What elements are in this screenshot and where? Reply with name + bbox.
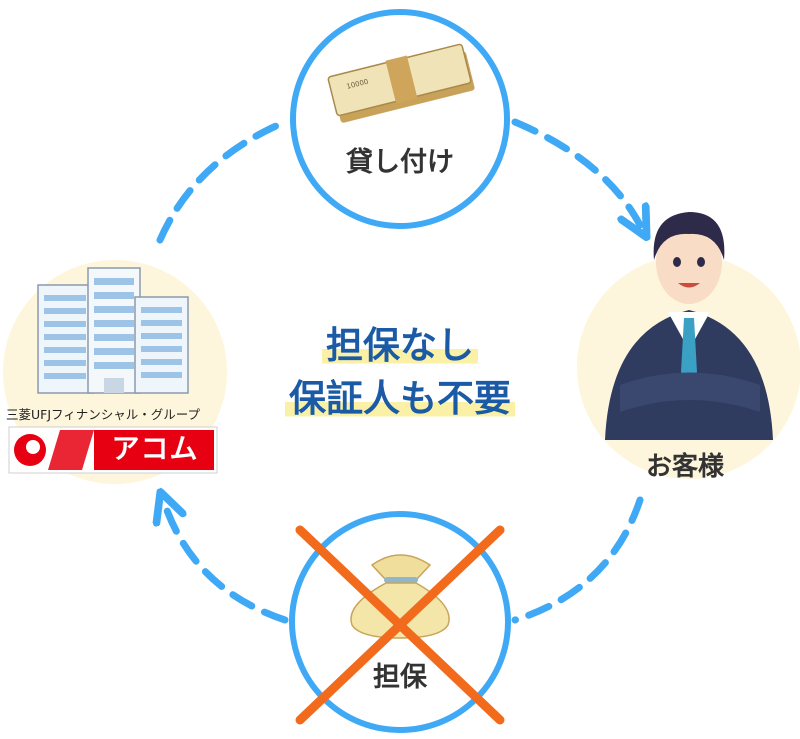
headline-line-2-text: 保証人も不要 <box>285 377 515 420</box>
headline-line-1-text: 担保なし <box>322 324 478 367</box>
collateral-node <box>289 511 511 733</box>
collateral-label: 担保 <box>373 662 427 693</box>
headline-line-1: 担保なし <box>230 315 570 369</box>
customer-node <box>577 212 800 479</box>
arc-customer-to-collateral <box>511 496 644 624</box>
headline-line-2: 保証人も不要 <box>230 368 570 422</box>
acom-brand-badge <box>8 426 218 474</box>
brand-name: アコム <box>111 432 199 465</box>
lender-node <box>3 260 227 484</box>
businessman-illustration <box>605 212 773 440</box>
arc-loan-to-customer <box>511 118 640 225</box>
office-building-icon <box>37 267 189 394</box>
loan-node: 10000 <box>290 9 510 229</box>
cross-out-mark <box>295 525 505 725</box>
arc-collateral-to-lender <box>165 505 289 624</box>
customer-label: お客様 <box>645 452 724 482</box>
arc-lender-to-loan <box>156 118 289 244</box>
banknote-bundle-icon: 10000 <box>327 43 475 123</box>
group-name-label: 三菱UFJフィナンシャル・グループ <box>6 407 201 422</box>
loan-label: 貸し付け <box>346 147 454 178</box>
